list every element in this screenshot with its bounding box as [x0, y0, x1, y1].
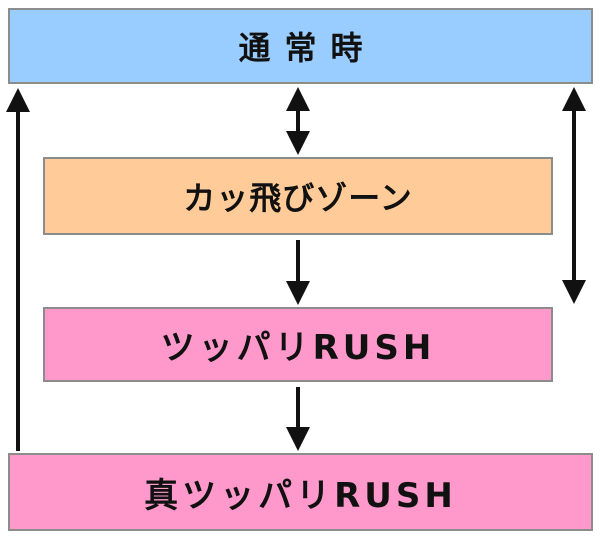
node-zone-label: カッ飛びゾーン	[183, 179, 413, 217]
node-normal: 通常時	[8, 8, 593, 84]
node-true-rush-label: 真ツッパリRUSH	[144, 475, 457, 516]
node-rush-label: ツッパリRUSH	[160, 328, 436, 368]
node-rush: ツッパリRUSH	[43, 307, 553, 382]
node-true-rush: 真ツッパリRUSH	[8, 453, 593, 531]
node-zone: カッ飛びゾーン	[43, 157, 553, 235]
node-normal-label: 通常時	[238, 29, 377, 67]
